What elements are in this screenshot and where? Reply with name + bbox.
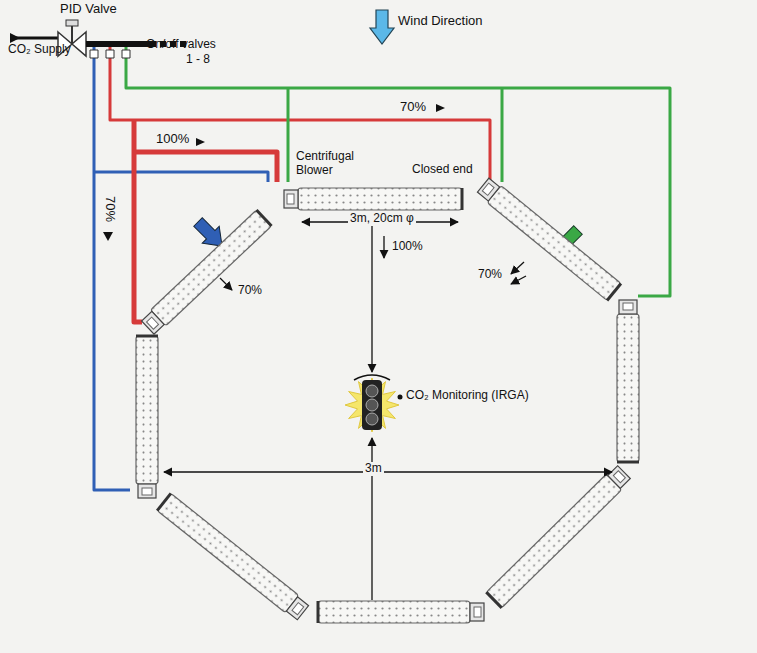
perforated-pipe (476, 177, 621, 301)
wind-label: Wind Direction (398, 14, 483, 29)
perforated-pipe (486, 464, 631, 608)
blower-inlet (613, 471, 625, 483)
supply-label: CO₂ Supply (8, 43, 71, 57)
radius-line (371, 212, 372, 372)
sensor-head (366, 399, 378, 411)
flow-arrow (383, 236, 384, 258)
pipe-body (318, 601, 470, 623)
sensor-glow (345, 378, 399, 432)
centrifugal-blower (477, 178, 499, 201)
perforated-pipe (136, 336, 158, 498)
dimension-lines (164, 212, 612, 600)
perforated-pipe (617, 300, 639, 462)
sensor-body (362, 380, 382, 430)
pipe-body (157, 493, 299, 612)
closed-end-label: Closed end (412, 163, 473, 177)
label-dot (398, 395, 403, 400)
blower-inlet (287, 194, 294, 204)
valve-label: PID Valve (60, 2, 117, 17)
irga-sensor (345, 375, 403, 432)
blower-inlet (482, 183, 494, 195)
closed-end-cap (461, 188, 464, 210)
blower-inlet (292, 603, 304, 615)
wind-arrow (370, 10, 394, 44)
on-off-valve (106, 50, 114, 58)
blower-inlet (147, 317, 159, 329)
dimension-label: 3m (363, 462, 384, 476)
centrifugal-blower (142, 311, 165, 334)
flow-percent: 70% (400, 100, 426, 115)
closed-end-cap (617, 461, 639, 464)
diameter-dimension (164, 471, 612, 472)
centrifugal-blower (470, 603, 484, 621)
monitor-label: CO₂ Monitoring (IRGA) (406, 389, 529, 403)
blower-label: Centrifugal Blower (296, 150, 370, 178)
flow-arrow (511, 262, 524, 274)
pipe-ring (136, 177, 639, 623)
pipe-body (487, 185, 621, 300)
red-supply-line (110, 47, 490, 182)
pipe-body (486, 474, 621, 608)
centrifugal-blower (619, 300, 637, 314)
centrifugal-blower (284, 190, 298, 208)
pid-valve-stem (71, 26, 73, 44)
supply-lines (90, 47, 670, 490)
pipe-body (150, 210, 271, 326)
flow-percent: 100% (392, 240, 423, 254)
flow-percent: 70% (238, 284, 262, 298)
closed-end-cap (486, 592, 501, 608)
valve-label: On/off valves (146, 38, 216, 52)
perforated-pipe (318, 601, 484, 623)
valve-number-range: 1 - 8 (186, 53, 210, 67)
on-off-valve (122, 50, 130, 58)
flow-percent: 70% (478, 268, 502, 282)
blower-inlet (474, 607, 481, 617)
centrifugal-blower (608, 466, 631, 489)
centrifugal-blower (138, 484, 156, 498)
flow-arrow (220, 278, 232, 290)
flow-arrow (511, 276, 526, 284)
flow-percent: 100% (156, 132, 189, 147)
closed-end-cap (136, 335, 158, 338)
sensor-head (366, 413, 378, 425)
on-off-valve (90, 50, 98, 58)
pipe-body (298, 188, 462, 210)
flow-triangle (196, 138, 205, 146)
pid-valve-knob (66, 20, 78, 26)
pipe-body (617, 314, 639, 462)
closed-end-cap (317, 601, 320, 623)
manifold-bar (86, 41, 150, 47)
sensor-head (366, 385, 378, 397)
flow-percent: 70% (102, 196, 117, 222)
blue-supply-line (94, 47, 268, 490)
flow-triangle (103, 232, 113, 241)
centrifugal-blower (286, 597, 308, 620)
closed-end-cap (607, 283, 621, 300)
pipe-body (136, 336, 158, 484)
blower-inlet (623, 303, 633, 310)
closed-end-cap (256, 210, 271, 226)
perforated-pipe (157, 493, 310, 621)
perforated-pipe (284, 188, 462, 210)
supply-arrow (10, 33, 20, 43)
blower-inlet (142, 488, 152, 495)
flow-triangle (436, 104, 445, 112)
dimension-label: 3m, 20cm φ (348, 212, 416, 226)
closed-end-cap (157, 493, 171, 510)
sensor-wire (354, 375, 390, 380)
perforated-pipe (140, 210, 271, 336)
